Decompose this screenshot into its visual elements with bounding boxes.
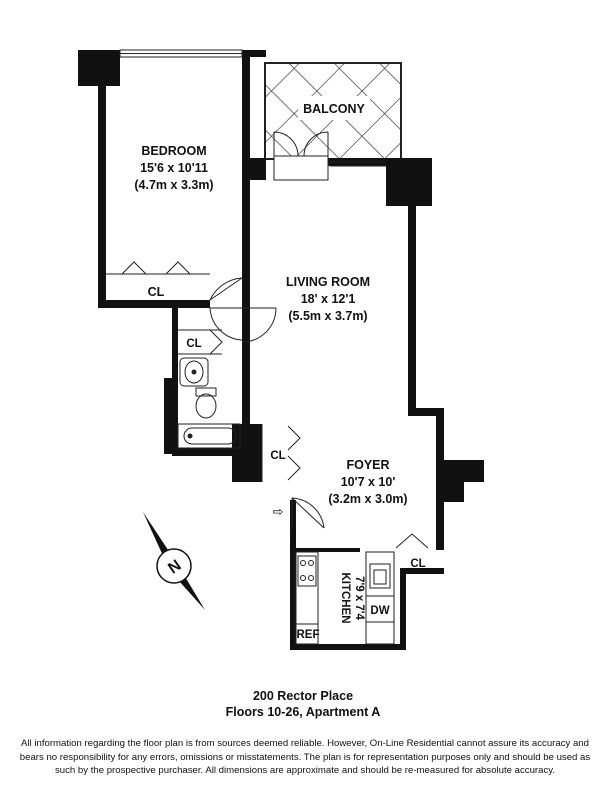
refrigerator-icon [295, 623, 319, 645]
bath-closet-label: CL [186, 338, 201, 350]
sink-icon [184, 360, 204, 384]
kitchen-closet-label: CL [410, 558, 425, 570]
foyer-size-m: (3.2m x 3.0m) [328, 492, 407, 506]
foyer-name: FOYER [346, 458, 389, 472]
bath-closet [178, 329, 223, 355]
kitchen [295, 551, 395, 645]
balcony-label: BALCONY [303, 102, 365, 116]
balcony: BALCONY [264, 62, 402, 160]
address-caption: 200 Rector Place [252, 689, 354, 703]
kitchen-labels: KITCHEN 7'9 x 7'4 [339, 572, 365, 623]
stove-icon [297, 555, 317, 587]
refrigerator-label: REF [297, 629, 320, 641]
bedroom-closet [106, 261, 210, 275]
dishwasher-label: DW [370, 605, 389, 617]
living-room-labels: LIVING ROOM 18' x 12'1 (5.5m x 3.7m) [286, 275, 370, 323]
kitchen-closet [395, 533, 429, 549]
bedroom-size-m: (4.7m x 3.3m) [134, 178, 213, 192]
bathroom [177, 357, 241, 449]
compass-icon: N [143, 512, 205, 610]
bedroom-name: BEDROOM [141, 144, 206, 158]
sink-icon [369, 563, 391, 589]
balcony-door [273, 131, 386, 181]
floor-plan: BALCONY [78, 49, 484, 650]
foyer-labels: FOYER 10'7 x 10' (3.2m x 3.0m) [328, 458, 407, 506]
kitchen-size-ft: 7'9 x 7'4 [353, 576, 365, 620]
dishwasher-icon [365, 595, 395, 623]
entry-door [291, 497, 325, 530]
unit-caption: Floors 10-26, Apartment A [225, 705, 381, 719]
foyer-closet-label: CL [270, 450, 285, 462]
living-room-size-m: (5.5m x 3.7m) [288, 309, 367, 323]
disclaimer-text: All information regarding the floor plan… [19, 738, 591, 776]
bedroom-door [209, 277, 243, 301]
kitchen-name: KITCHEN [339, 572, 351, 623]
toilet-icon [195, 387, 217, 419]
foyer-size-ft: 10'7 x 10' [341, 475, 396, 489]
living-room-name: LIVING ROOM [286, 275, 370, 289]
bedroom-window [119, 49, 243, 58]
bedroom-labels: BEDROOM 15'6 x 10'11 (4.7m x 3.3m) [134, 144, 213, 192]
bedroom-closet-label: CL [148, 285, 165, 299]
living-room-size-ft: 18' x 12'1 [301, 292, 356, 306]
bedroom-size-ft: 15'6 x 10'11 [140, 161, 208, 175]
entry-arrow-icon: ⇨ [273, 504, 284, 519]
foyer-closet [261, 424, 301, 482]
